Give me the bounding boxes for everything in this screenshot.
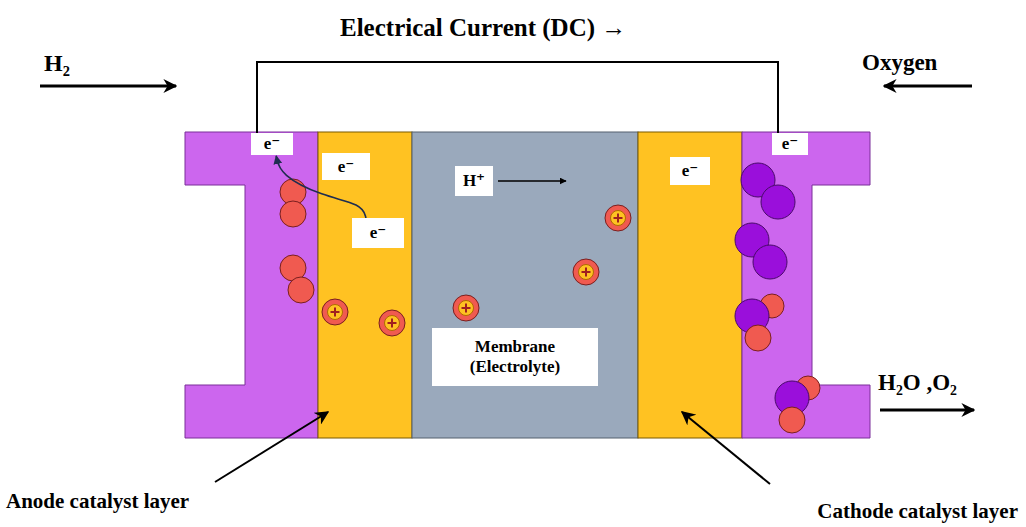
anode-leader [215, 412, 328, 482]
hydrogen-inlet-arrow [40, 85, 176, 88]
anode-plate [185, 132, 318, 438]
part-label: H₂ [44, 50, 70, 76]
proton-symbol [322, 299, 348, 325]
proton-symbols [322, 205, 631, 336]
part-label: Anode catalyst layer [6, 490, 189, 513]
membrane [412, 132, 638, 438]
external-circuit-wire [257, 62, 778, 133]
outlet-arrow [880, 409, 974, 412]
proton-symbol [453, 295, 479, 321]
electron-box: e⁻ [352, 218, 404, 248]
oxygen-molecules [735, 163, 820, 433]
electron-box: e⁻ [670, 157, 710, 185]
cathode-catalyst-layer [638, 132, 742, 438]
box-text: Membrane (Electrolyte) [440, 337, 590, 376]
part-label: H₂O ,O₂ [878, 370, 957, 395]
electron-box: e⁻ [251, 133, 293, 155]
part-label: Oxygen [862, 50, 937, 75]
box-text: e⁻ [370, 223, 387, 243]
part-label: Cathode catalyst layer [817, 500, 1018, 523]
proton-arrow [498, 180, 566, 182]
electron-box: e⁻ [772, 133, 808, 155]
proton-box: H⁺ [455, 166, 493, 196]
proton-symbol [573, 259, 599, 285]
cathode-plate [742, 132, 870, 438]
box-text: e⁻ [264, 134, 281, 154]
box-text: e⁻ [782, 134, 799, 154]
cathode-leader [682, 412, 770, 484]
electron-box: e⁻ [322, 153, 370, 180]
proton-symbol [379, 310, 405, 336]
box-text: H⁺ [463, 171, 485, 191]
diagram-title: Electrical Current (DC) → [340, 14, 626, 42]
anode-catalyst-layer [318, 132, 412, 438]
proton-symbol [605, 205, 631, 231]
hydrogen-molecules [280, 179, 314, 303]
membrane-box: Membrane (Electrolyte) [432, 328, 598, 386]
box-text: e⁻ [682, 161, 699, 181]
oxygen-inlet-arrow [884, 85, 972, 88]
box-text: e⁻ [338, 157, 355, 177]
